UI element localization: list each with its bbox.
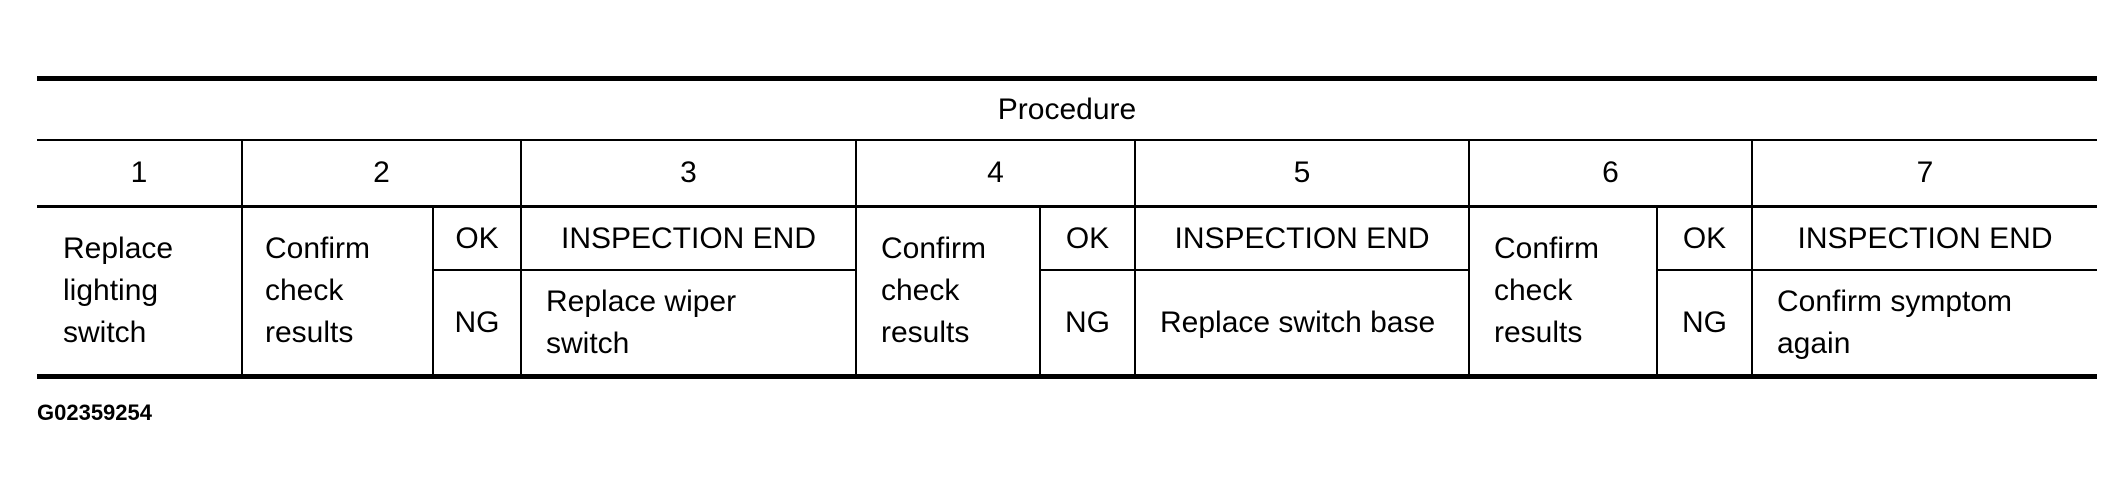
- col-divider: [520, 141, 522, 375]
- ok-label: OK: [1065, 221, 1110, 255]
- step-number: 6: [1602, 156, 1619, 189]
- ng-label: NG: [1682, 305, 1727, 339]
- check-action: Confirm check results: [1494, 232, 1600, 349]
- ng-result: Confirm symptom again: [1777, 284, 2013, 360]
- rule: [37, 139, 2097, 141]
- check-action: Confirm check results: [265, 232, 371, 349]
- col-divider: [241, 141, 243, 375]
- step-1-action: Replace lighting switch: [63, 232, 174, 349]
- ok-result: INSPECTION END: [1174, 221, 1430, 255]
- step-number: 1: [130, 156, 148, 189]
- step-number: 7: [1916, 156, 1934, 189]
- col-divider: [855, 141, 857, 375]
- step-number: 2: [373, 156, 390, 189]
- ng-result: Replace wiper switch: [546, 284, 737, 360]
- check-action: Confirm check results: [881, 232, 987, 349]
- bottom-rule: [37, 374, 2097, 379]
- col-divider: [1134, 141, 1136, 375]
- col-divider: [1751, 141, 1753, 375]
- col-divider: [432, 208, 434, 375]
- ng-result: Replace switch base: [1160, 305, 1436, 339]
- step-number: 4: [987, 156, 1004, 189]
- ng-label: NG: [1065, 305, 1110, 339]
- step-number: 5: [1293, 156, 1311, 189]
- col-divider: [1656, 208, 1658, 375]
- ok-result: INSPECTION END: [560, 221, 817, 255]
- step-number: 3: [680, 156, 697, 189]
- col-divider: [1039, 208, 1041, 375]
- rule: [1657, 269, 2097, 271]
- figure-id: G02359254: [37, 400, 152, 425]
- ok-label: OK: [1682, 221, 1727, 255]
- ok-label: OK: [455, 221, 499, 255]
- rule: [433, 269, 856, 271]
- rule: [37, 205, 2097, 208]
- table-title: Procedure: [997, 93, 1137, 126]
- ng-label: NG: [454, 305, 500, 339]
- ok-result: INSPECTION END: [1797, 221, 2053, 255]
- top-rule: [37, 76, 2097, 81]
- col-divider: [1468, 141, 1470, 375]
- rule: [1040, 269, 1469, 271]
